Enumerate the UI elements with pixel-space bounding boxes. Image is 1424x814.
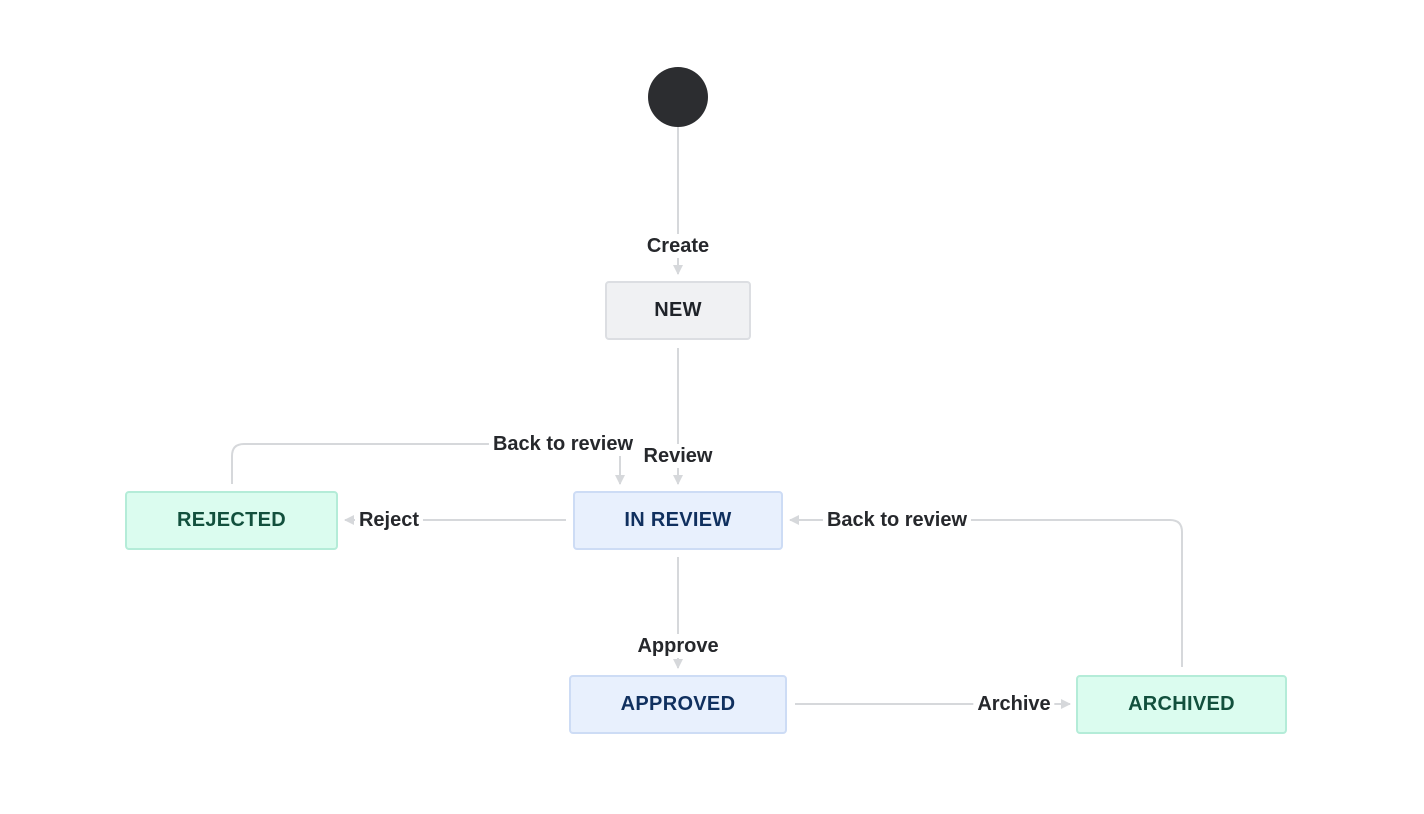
transition-label-back-to-review-rejected[interactable]: Back to review [488,432,638,456]
edge-back-to-review-from-archived [789,515,1183,667]
transition-label-review[interactable]: Review [639,444,717,468]
transition-label-archive[interactable]: Archive [973,692,1055,716]
status-in-review-label: IN REVIEW [624,509,732,531]
status-new[interactable]: NEW [605,281,751,340]
transition-label-create[interactable]: Create [642,234,714,258]
transition-label-back-to-review-archived[interactable]: Back to review [822,508,972,532]
transition-label-reject[interactable]: Reject [354,508,424,532]
status-in-review[interactable]: IN REVIEW [573,491,783,550]
status-rejected[interactable]: REJECTED [125,491,338,550]
status-new-label: NEW [654,299,702,321]
start-node [648,67,708,127]
transition-label-approve[interactable]: Approve [633,634,723,658]
status-rejected-label: REJECTED [176,509,287,531]
status-archived-label: ARCHIVED [1128,693,1235,715]
status-approved-label: APPROVED [620,693,736,715]
status-approved[interactable]: APPROVED [569,675,787,734]
status-archived[interactable]: ARCHIVED [1076,675,1287,734]
